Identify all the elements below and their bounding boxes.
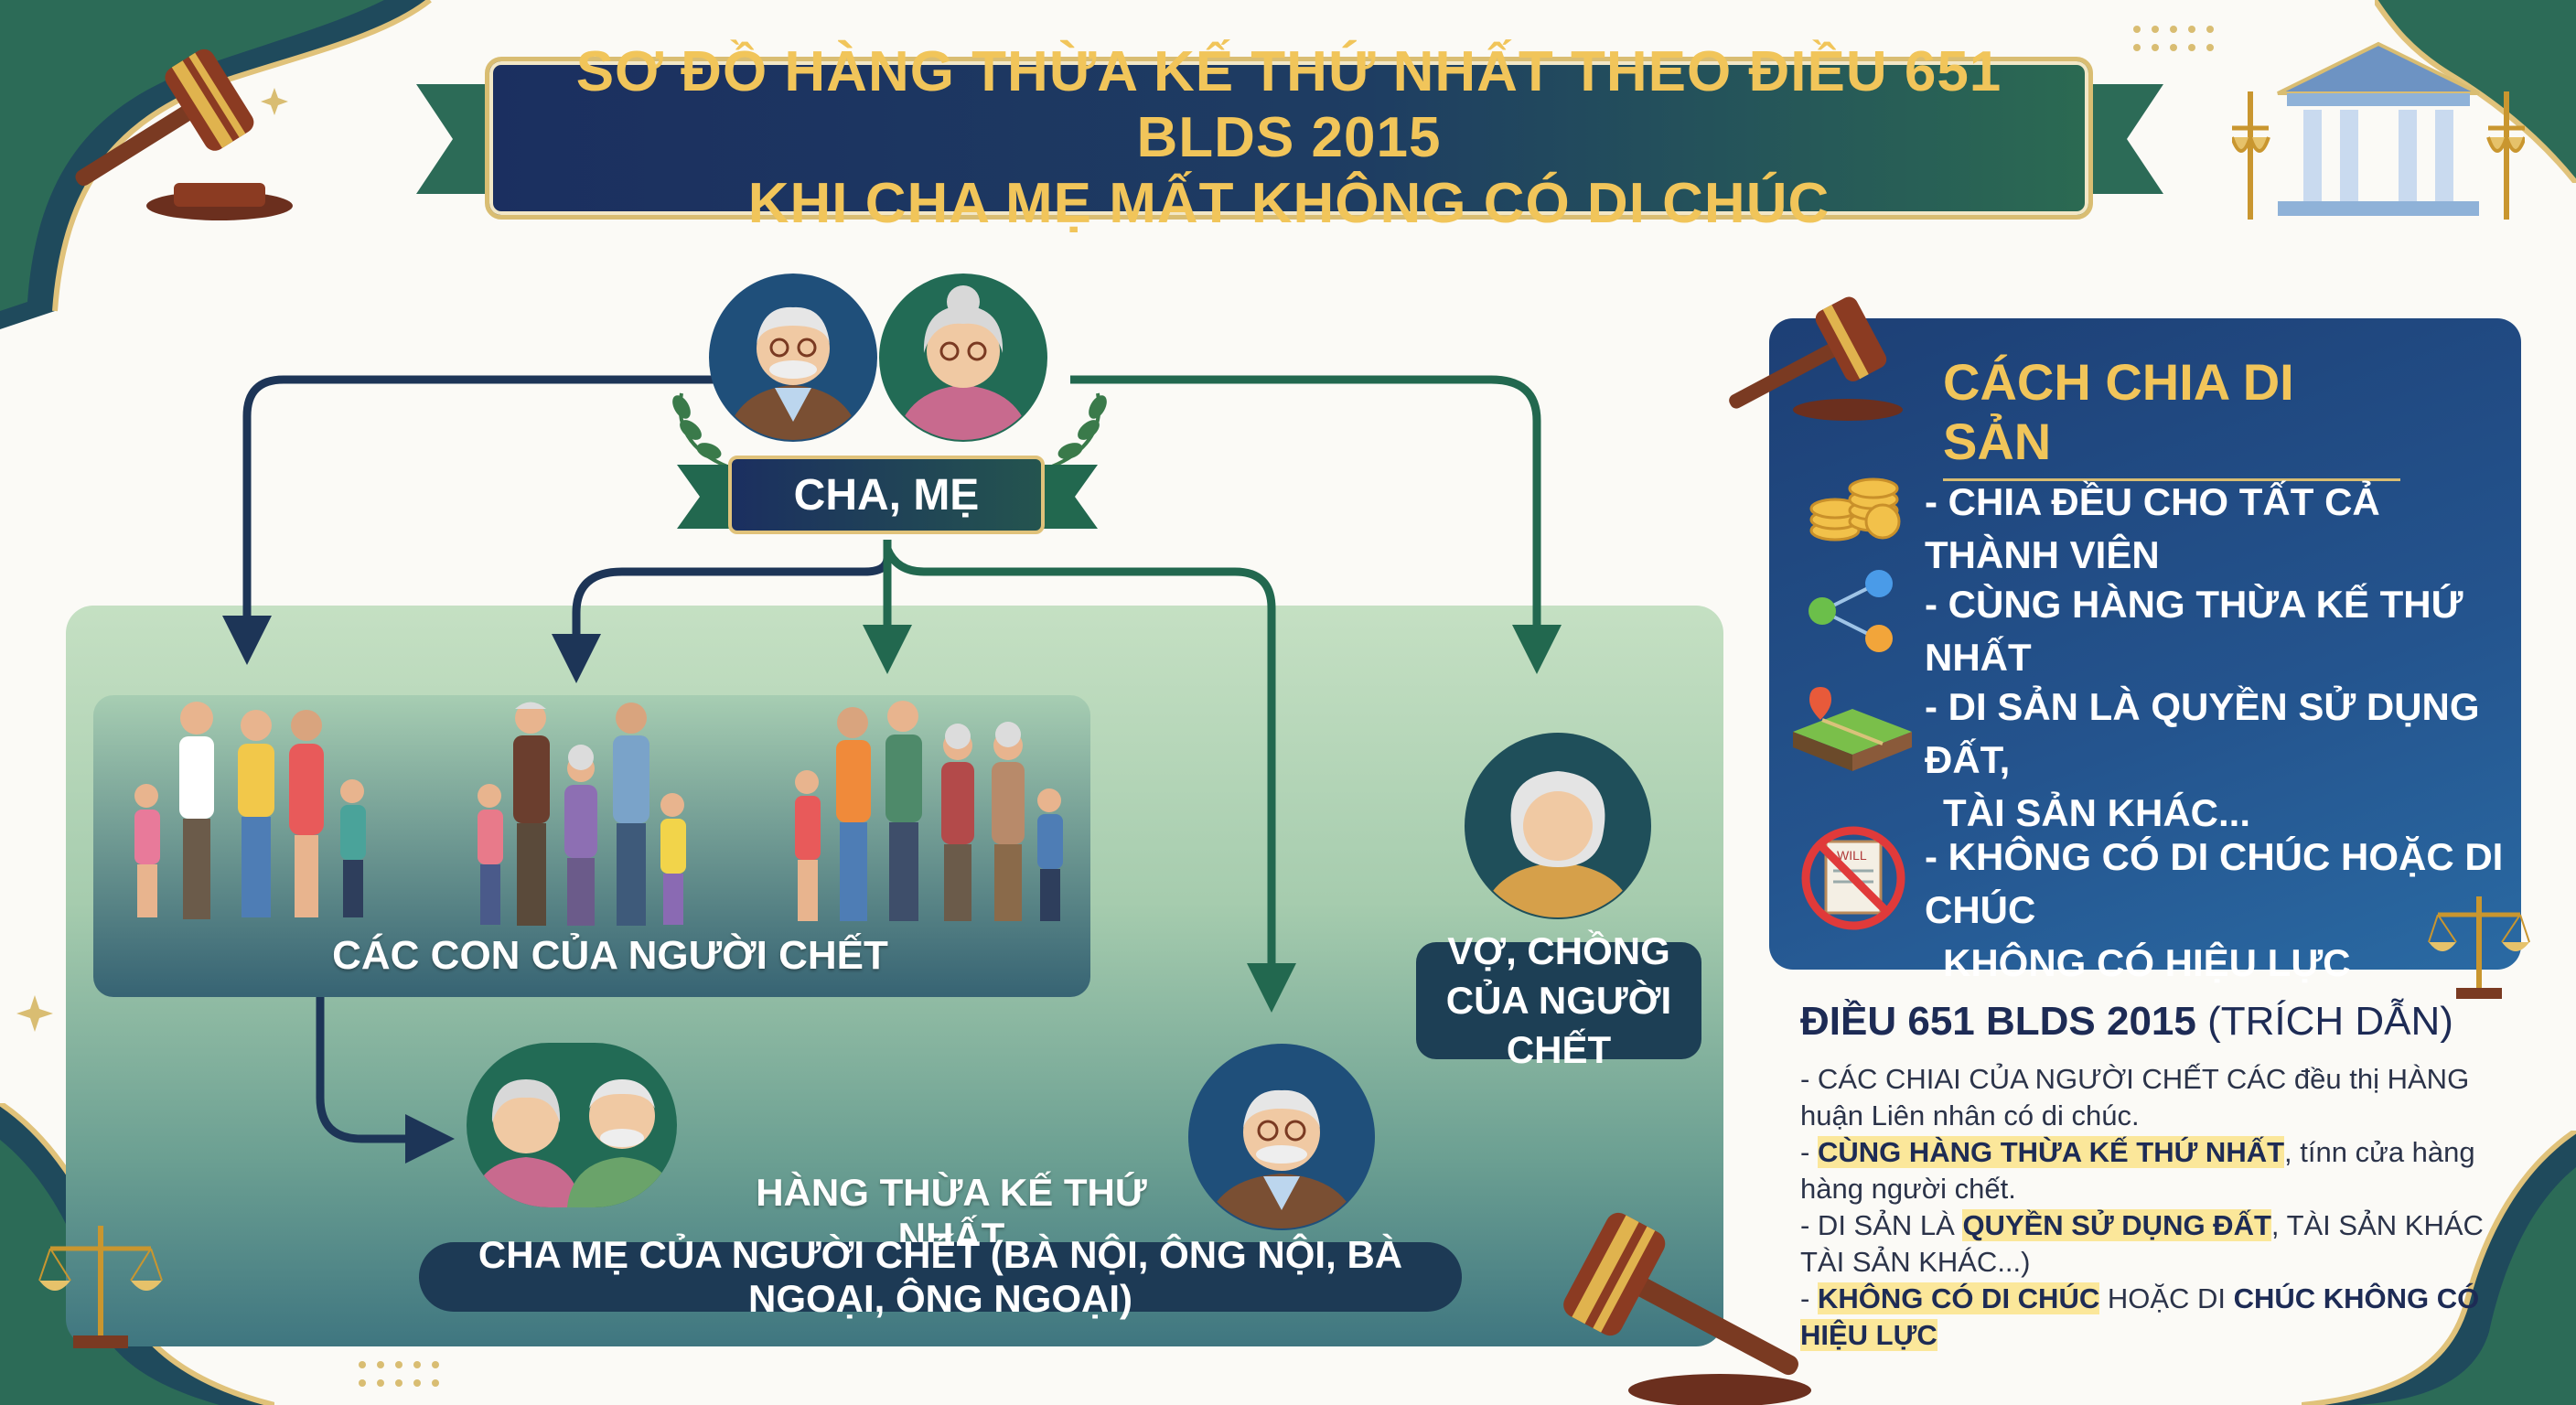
gavel-icon	[75, 48, 293, 220]
will-icon-text: WILL	[1837, 848, 1867, 863]
connector-arrows	[222, 375, 1562, 1164]
title-box: SƠ ĐỒ HÀNG THỪA KẾ THỨ NHẤT THEO ĐIỀU 65…	[485, 40, 2093, 235]
division-item-4: - KHÔNG CÓ DI CHÚC HOẶC DI CHÚC KHÔNG CÓ…	[1925, 835, 2504, 984]
parents-label-box: CHA, MẸ	[728, 456, 1045, 534]
courthouse-icon	[2232, 41, 2525, 220]
article-paragraph-4: - KHÔNG CÓ DI CHÚC HOẶC DI CHÚC KHÔNG CÓ…	[1800, 1282, 2480, 1351]
spouse-label-box: VỢ, CHỒNG CỦA NGƯỜI CHẾT	[1416, 929, 1701, 1071]
sparkle-icon	[16, 995, 53, 1032]
no-will-icon: WILL	[1801, 826, 1905, 930]
dot-pattern-bottom	[359, 1361, 439, 1387]
article-paragraph-3: - DI SẢN LÀ QUYỀN SỬ DỤNG ĐẤT, TÀI SẢN K…	[1800, 1209, 2484, 1278]
division-title: CÁCH CHIA DI SẢN	[1943, 352, 2400, 481]
article-title: ĐIỀU 651 BLDS 2015 (TRÍCH DẪN)	[1800, 999, 2453, 1044]
title-line-1: SƠ ĐỒ HÀNG THỪA KẾ THỨ NHẤT THEO ĐIỀU 65…	[575, 40, 2002, 169]
parents-ribbon	[677, 465, 1098, 529]
spouse-avatar	[1465, 733, 1651, 919]
family-group-2-icon	[478, 702, 686, 926]
scales-of-justice-icon	[2428, 896, 2530, 999]
family-group-3-icon	[795, 701, 1063, 921]
grandmother-avatar	[879, 273, 1047, 442]
coins-icon	[1809, 477, 1901, 542]
corner-decoration-bottom-right	[2302, 1131, 2576, 1405]
family-group-1-icon	[134, 702, 366, 919]
title-line-2: KHI CHA MẸ MẤT KHÔNG CÓ DI CHÚC	[747, 172, 1830, 235]
laurel-right-icon	[1051, 392, 1107, 468]
network-icon	[1809, 570, 1893, 652]
sparkle-icon	[261, 88, 288, 115]
division-item-3: - DI SẢN LÀ QUYỀN SỬ DỤNG ĐẤT, TÀI SẢN K…	[1925, 685, 2480, 834]
parents-label: CHA, MẸ	[793, 470, 980, 520]
article-paragraph-1: - CÁC CHIAI CỦA NGƯỜI CHẾT CÁC đều thị H…	[1800, 1063, 2470, 1132]
land-map-icon	[1793, 687, 1912, 771]
maternal-grandfather-avatar	[1188, 1044, 1375, 1230]
article-body: - CÁC CHIAI CỦA NGƯỜI CHẾT CÁC đều thị H…	[1800, 1061, 2523, 1354]
grandfather-avatar	[709, 273, 877, 442]
paternal-grandparents-avatar	[467, 1043, 677, 1207]
division-item-2: - CÙNG HÀNG THỪA KẾ THỨ NHẤT	[1925, 583, 2463, 679]
dot-pattern-top	[2133, 26, 2214, 51]
grandparents-label: CHA MẸ CỦA NGƯỜI CHẾT (BÀ NỘI, ÔNG NỘI, …	[478, 1233, 1403, 1320]
children-label: CÁC CON CỦA NGƯỜI CHẾT	[332, 933, 888, 978]
spouse-label-line-1: VỢ, CHỒNG	[1447, 929, 1670, 972]
grandparents-label-box: CHA MẸ CỦA NGƯỜI CHẾT (BÀ NỘI, ÔNG NỘI, …	[419, 1233, 1462, 1320]
division-item-1: - CHIA ĐỀU CHO TẤT CẢ THÀNH VIÊN	[1925, 480, 2380, 576]
corner-decoration-top-right	[2375, 0, 2576, 183]
gavel-icon	[1563, 1212, 1811, 1405]
scales-of-justice-icon	[38, 1226, 163, 1348]
gavel-icon	[1729, 296, 1903, 421]
laurel-left-icon	[672, 392, 728, 468]
article-paragraph-2: - CÙNG HÀNG THỪA KẾ THỨ NHẤT, tínn cửa h…	[1800, 1136, 2475, 1205]
spouse-label-line-2: CỦA NGƯỜI CHẾT	[1445, 979, 1672, 1071]
